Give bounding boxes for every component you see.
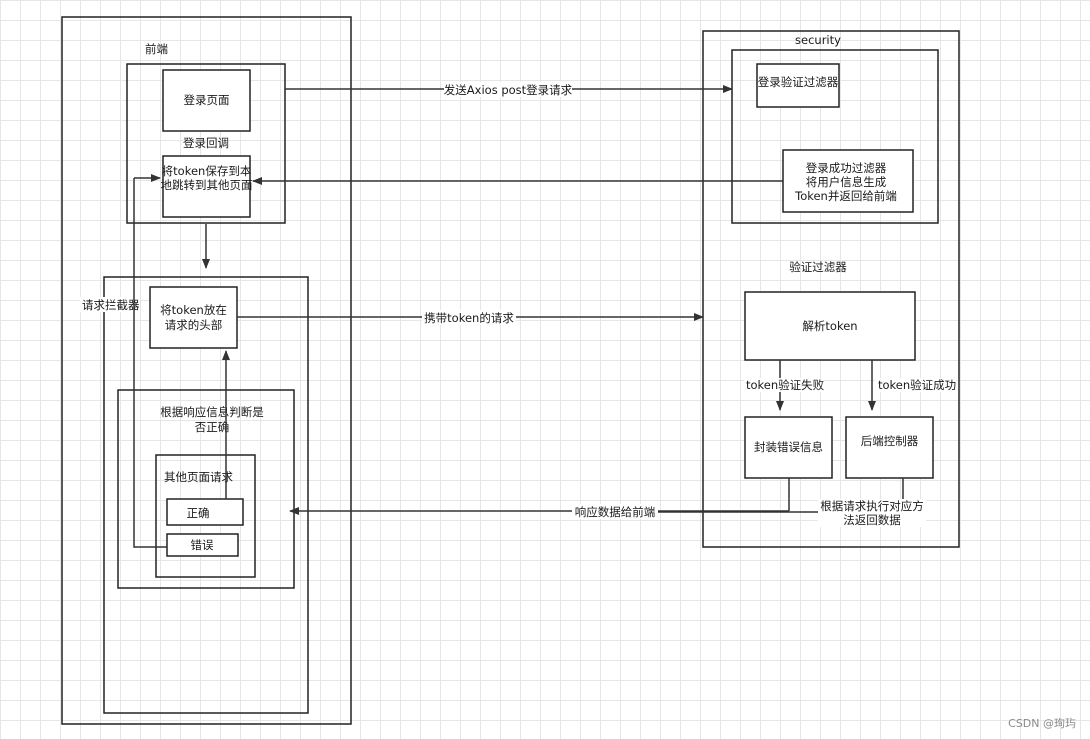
with-token-label: 携带token的请求 (424, 311, 514, 325)
save-token-box (162, 155, 251, 218)
success-line1: 登录成功过滤器 (806, 161, 887, 175)
wrap-error-box (744, 416, 833, 479)
watermark: CSDN @珣玙 (1008, 717, 1076, 730)
correct-box (166, 498, 244, 526)
response-bg (572, 504, 658, 519)
login-group (126, 63, 286, 224)
put-token-line2: 请求的头部 (165, 318, 223, 332)
response-label: 响应数据给前端 (575, 505, 656, 519)
login-page-label: 登录页面 (184, 93, 230, 107)
send-login-label: 发送Axios post登录请求 (444, 83, 573, 97)
controller-box (845, 416, 934, 479)
verify-success-bg (876, 378, 956, 392)
frontend-container (61, 16, 352, 725)
judge-line2: 否正确 (195, 420, 230, 434)
login-filter-box (756, 63, 840, 108)
judge-group (117, 389, 295, 589)
wrap-error-label: 封装错误信息 (754, 440, 823, 454)
success-line2: 将用户信息生成 (806, 175, 887, 189)
login-callback-label: 登录回调 (183, 136, 229, 150)
with-token-bg (422, 310, 516, 325)
verify-filter-label: 验证过滤器 (789, 260, 847, 274)
line-error-loop (133, 178, 167, 548)
interceptor-group (103, 276, 309, 714)
controller-label: 后端控制器 (861, 434, 919, 448)
interceptor-label: 请求拦截器 (82, 298, 140, 312)
save-token-line1: 将token保存到本 (162, 164, 252, 178)
interceptor-label-bg (80, 297, 140, 312)
login-filters-group (731, 49, 939, 224)
security-container (702, 30, 960, 548)
send-login-bg (444, 82, 572, 97)
put-token-line1: 将token放在 (160, 303, 227, 317)
error-box (166, 533, 239, 557)
other-requests-label: 其他页面请求 (164, 470, 233, 484)
parse-token-label: 解析token (802, 319, 857, 333)
login-success-box (782, 149, 914, 213)
frontend-title: 前端 (145, 42, 168, 56)
verify-fail-bg (744, 378, 824, 392)
success-line3: Token并返回给前端 (794, 189, 897, 203)
correct-label: 正确 (187, 506, 210, 520)
verify-success-label: token验证成功 (878, 378, 956, 392)
verify-fail-label: token验证失败 (746, 378, 825, 392)
error-label: 错误 (191, 538, 214, 552)
exec-label-bg (818, 499, 926, 527)
judge-line1: 根据响应信息判断是 (160, 405, 264, 419)
put-token-box (149, 286, 238, 349)
login-page-box (162, 69, 251, 132)
other-requests-group (155, 454, 256, 578)
save-token-line2: 地跳转到其他页面 (161, 178, 253, 192)
parse-token-box (744, 291, 916, 361)
login-filter-label: 登录验证过滤器 (758, 75, 839, 89)
security-title: security (795, 33, 841, 47)
exec-line1: 根据请求执行对应方 (820, 499, 924, 513)
exec-line2: 法返回数据 (843, 513, 901, 527)
